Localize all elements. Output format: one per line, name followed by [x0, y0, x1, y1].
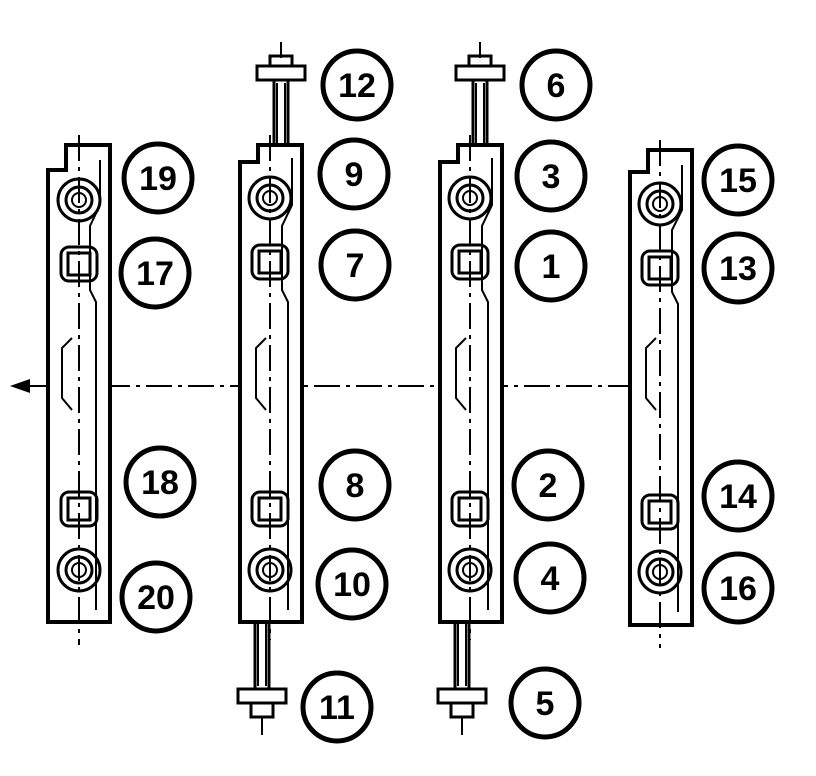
bearing-cap-2 — [238, 135, 304, 640]
svg-text:13: 13 — [719, 250, 757, 288]
svg-text:20: 20 — [137, 579, 175, 617]
svg-text:19: 19 — [139, 160, 177, 198]
sequence-badge-13: 13 — [701, 231, 775, 305]
svg-text:11: 11 — [319, 689, 355, 727]
svg-text:8: 8 — [346, 467, 365, 505]
svg-text:15: 15 — [719, 162, 757, 200]
svg-text:5: 5 — [536, 685, 555, 723]
bearing-cap-4 — [628, 140, 694, 648]
bearing-cap-1 — [46, 135, 112, 645]
svg-text:12: 12 — [338, 67, 376, 105]
sequence-badge-6: 6 — [519, 48, 593, 122]
sequence-badge-17: 17 — [118, 236, 192, 310]
sequence-badge-3: 3 — [514, 139, 588, 213]
sequence-badge-16: 16 — [701, 551, 775, 625]
svg-text:4: 4 — [541, 560, 560, 598]
sequence-badge-1: 1 — [514, 229, 588, 303]
direction-arrow — [10, 379, 30, 393]
sequence-badge-14: 14 — [701, 459, 775, 533]
svg-text:17: 17 — [136, 255, 174, 293]
sequence-badge-4: 4 — [513, 541, 587, 615]
stud-bolt-6 — [454, 54, 506, 150]
stud-bolt-5 — [436, 619, 488, 719]
bearing-cap-3 — [438, 135, 504, 640]
sequence-badge-9: 9 — [317, 137, 391, 211]
sequence-badge-11: 11 — [300, 670, 374, 744]
sequence-badge-15: 15 — [701, 143, 775, 217]
svg-text:18: 18 — [141, 464, 179, 502]
sequence-badge-7: 7 — [318, 228, 392, 302]
sequence-badge-19: 19 — [121, 141, 195, 215]
svg-text:16: 16 — [719, 570, 757, 608]
stud-bolt-11 — [236, 619, 288, 719]
sequence-badge-2: 2 — [511, 448, 585, 522]
sequence-badge-5: 5 — [508, 666, 582, 740]
svg-text:2: 2 — [539, 467, 558, 505]
stud-bolt-12 — [255, 54, 307, 150]
svg-text:10: 10 — [333, 566, 371, 604]
svg-text:9: 9 — [345, 156, 364, 194]
svg-text:14: 14 — [719, 478, 757, 516]
sequence-badge-8: 8 — [318, 448, 392, 522]
sequence-badge-18: 18 — [123, 445, 197, 519]
sequence-badge-10: 10 — [315, 547, 389, 621]
sequence-badge-20: 20 — [119, 560, 193, 634]
svg-text:1: 1 — [542, 248, 561, 286]
sequence-badge-12: 12 — [320, 48, 394, 122]
svg-text:7: 7 — [346, 247, 365, 285]
svg-text:6: 6 — [547, 67, 566, 105]
svg-text:3: 3 — [542, 158, 561, 196]
